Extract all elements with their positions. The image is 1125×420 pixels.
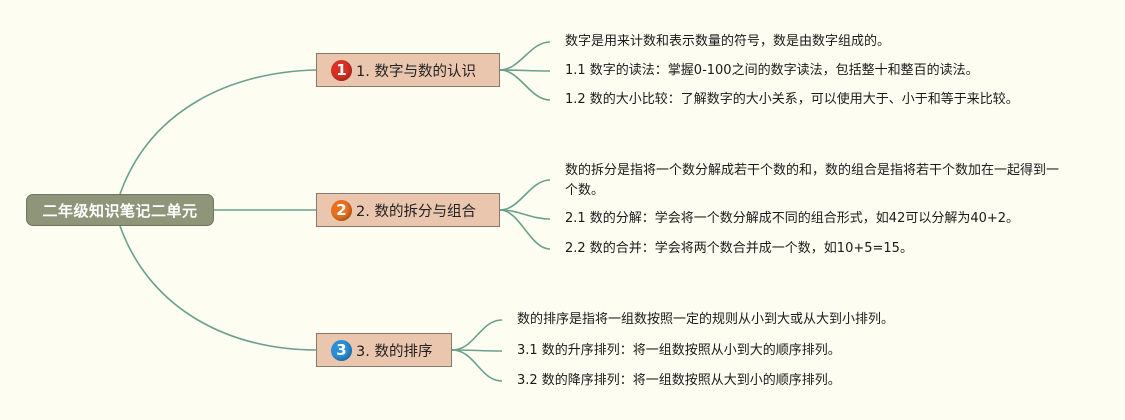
root-node-label: 二年级知识笔记二单元 — [42, 201, 198, 220]
leaf-node: 2.1 数的分解：学会将一个数分解成不同的组合形式，如42可以分解为40+2。 — [565, 211, 1020, 226]
leaf-node: 1.2 数的大小比较：了解数字的大小关系，可以使用大于、小于和等于来比较。 — [565, 92, 1019, 107]
branch-node-label: 2. 数的拆分与组合 — [356, 203, 476, 220]
connector-branch-2-leaf-1 — [499, 179, 551, 211]
leaf-node: 1.1 数字的读法：掌握0-100之间的数字读法，包括整十和整百的读法。 — [565, 63, 979, 78]
leaf-node: 2.2 数的合并：学会将两个数合并成一个数，如10+5=15。 — [565, 241, 913, 256]
leaf-node: 3.2 数的降序排列：将一组数按照从大到小的顺序排列。 — [517, 373, 841, 388]
connector-branch-3-leaf-3 — [451, 349, 503, 382]
connector-root-branch-1 — [119, 69, 317, 195]
connector-root-branch-3 — [119, 225, 317, 351]
number-3-badge-icon: 3 — [331, 339, 352, 361]
root-node[interactable]: 二年级知识笔记二单元 — [26, 194, 214, 226]
branch-node-2[interactable]: 2 2. 数的拆分与组合 — [316, 193, 500, 227]
number-1-badge-icon: 1 — [331, 59, 352, 81]
leaf-node: 数字是用来计数和表示数量的符号，数是由数字组成的。 — [565, 34, 891, 49]
leaf-node: 数的排序是指将一组数按照一定的规则从小到大或从大到小排列。 — [517, 312, 895, 327]
leaf-node: 3.1 数的升序排列：将一组数按照从小到大的顺序排列。 — [517, 343, 841, 358]
leaf-node: 数的拆分是指将一个数分解成若干个数的和，数的组合是指将若干个数加在一起得到一个数… — [565, 163, 1060, 198]
connector-branch-3-leaf-1 — [451, 319, 503, 351]
connector-branch-1-leaf-3 — [499, 69, 551, 101]
branch-node-3[interactable]: 3 3. 数的排序 — [316, 333, 452, 367]
connector-branch-2-leaf-3 — [499, 209, 551, 250]
branch-node-label: 1. 数字与数的认识 — [356, 63, 476, 80]
connector-branch-1-leaf-1 — [499, 41, 551, 71]
branch-node-1[interactable]: 1 1. 数字与数的认识 — [316, 53, 500, 87]
branch-node-label: 3. 数的排序 — [356, 343, 433, 360]
number-2-badge-icon: 2 — [331, 199, 352, 221]
